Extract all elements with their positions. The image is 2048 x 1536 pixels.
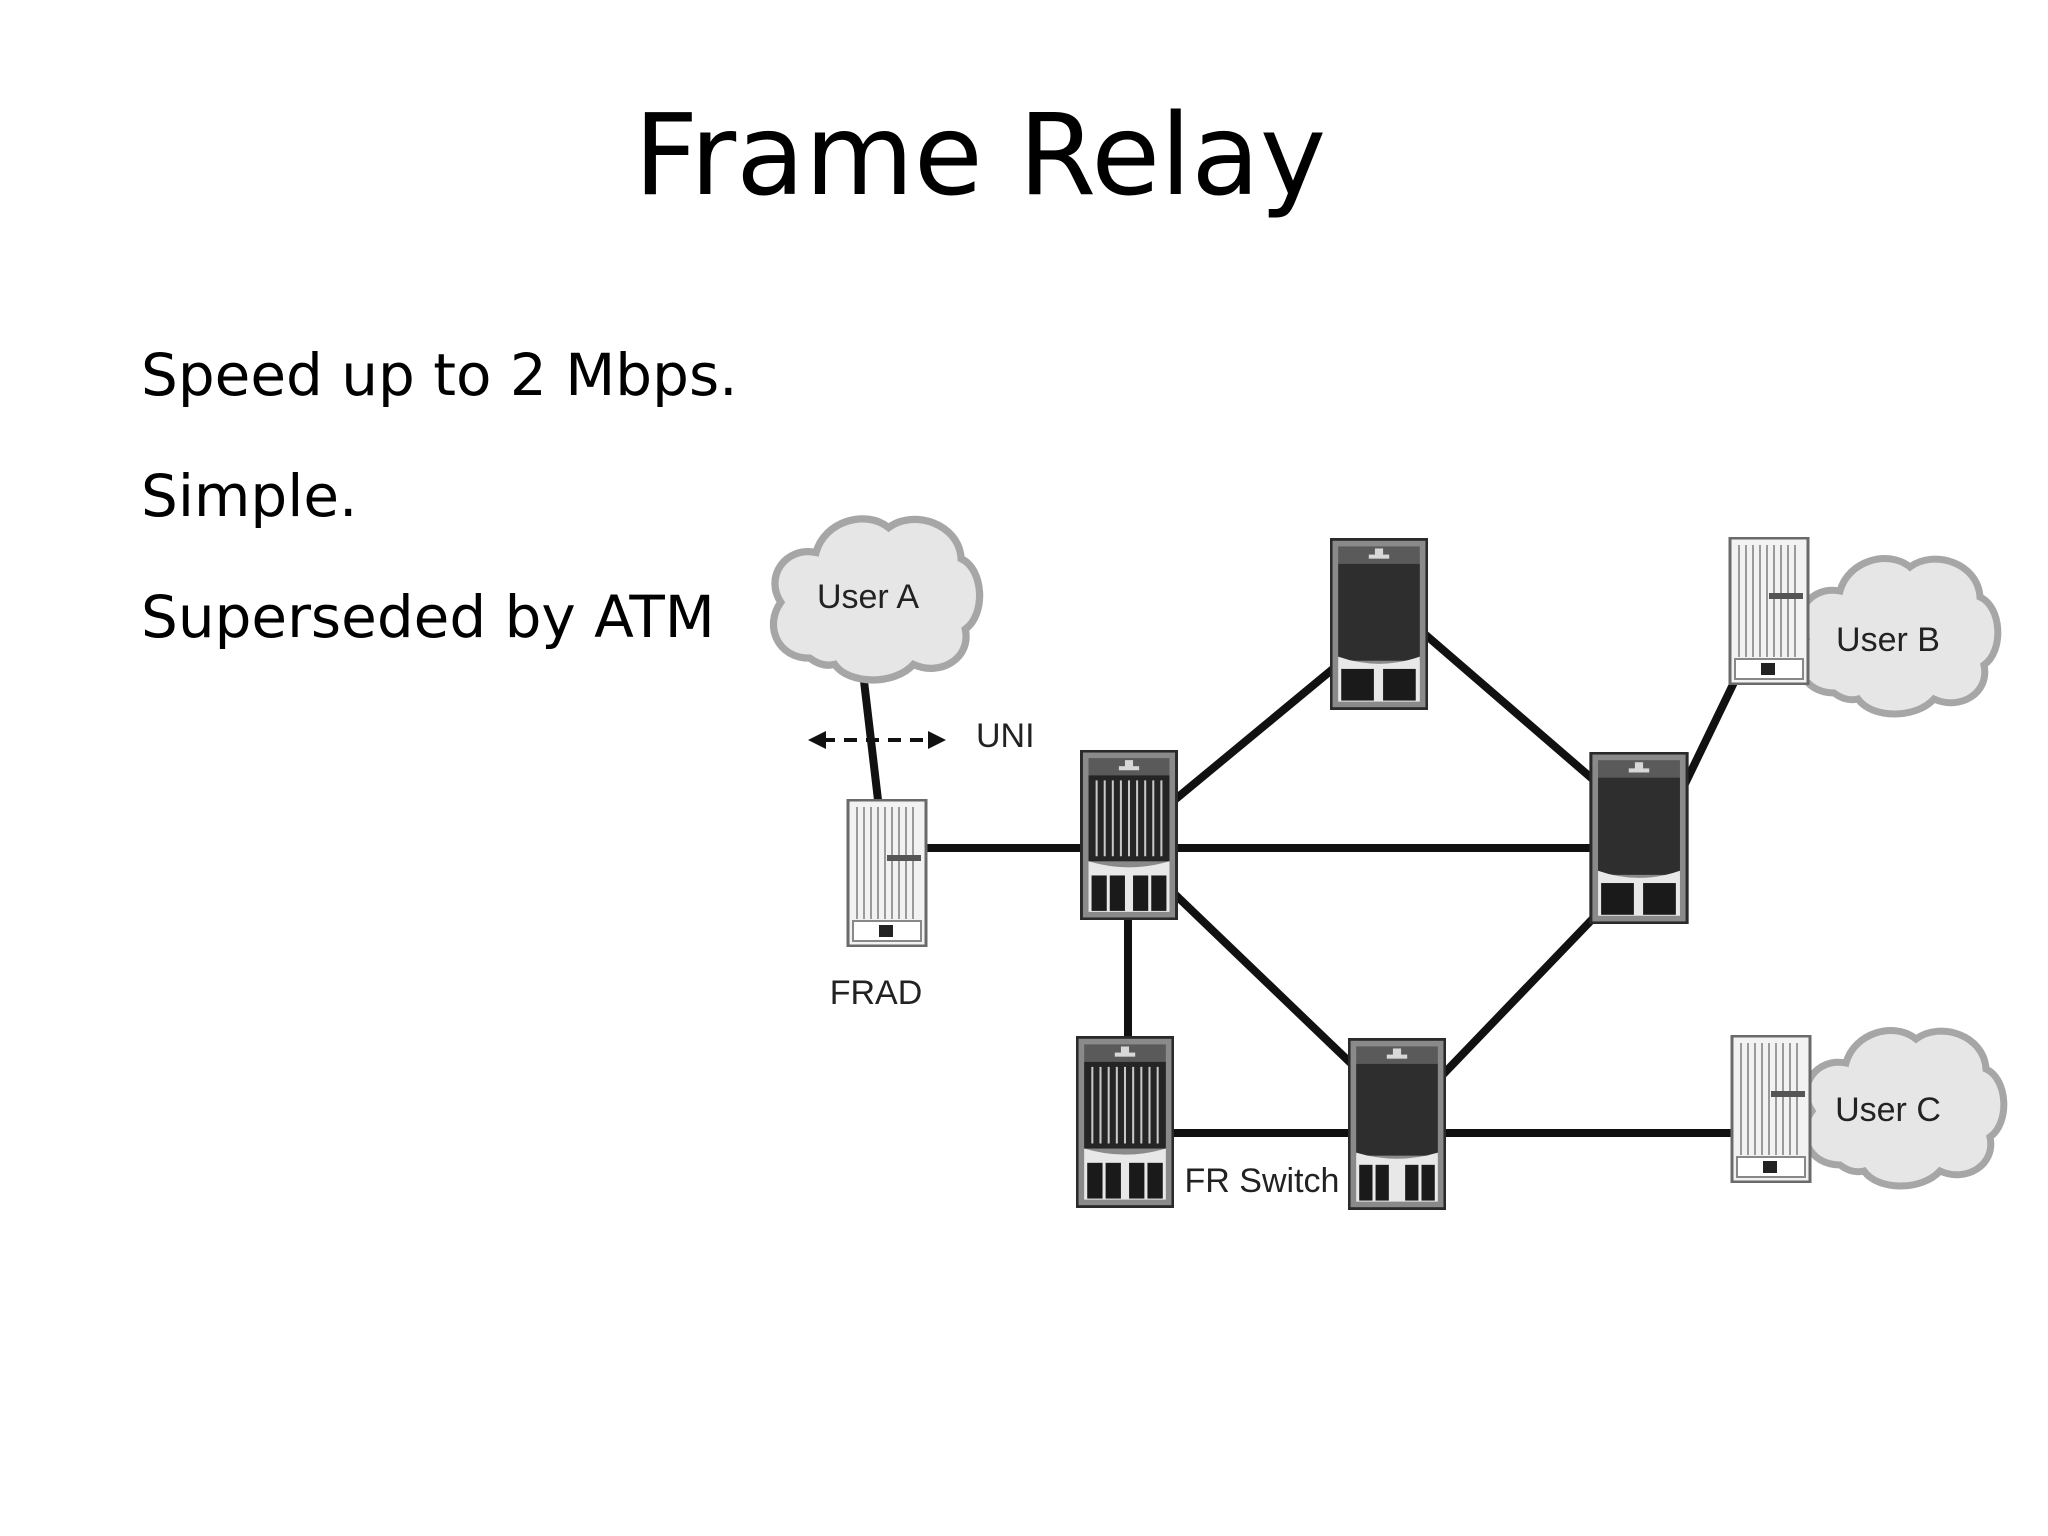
fr-switch-icon [1080, 750, 1178, 920]
user-c-access-device-icon [1730, 1035, 1812, 1183]
user-c-label: User C [1835, 1091, 1941, 1129]
bullet-item: Superseded by ATM [141, 583, 715, 651]
fr-switch-icon [1589, 752, 1689, 924]
user-a-label: User A [817, 578, 919, 616]
frad-label: FRAD [830, 974, 923, 1012]
fr-switch-icon [1330, 538, 1428, 710]
bullet-item: Simple. [141, 462, 358, 530]
uni-label: UNI [976, 717, 1035, 755]
link [1678, 666, 1744, 794]
bullet-item: Speed up to 2 Mbps. [141, 341, 738, 409]
fr-switch-label: FR Switch [1185, 1162, 1340, 1200]
fr-switch-icon [1076, 1036, 1174, 1208]
frad-device-icon [846, 799, 928, 947]
uni-arrow [808, 731, 946, 749]
page-title: Frame Relay [633, 91, 1327, 221]
fr-switch-icon [1348, 1038, 1446, 1210]
user-b-label: User B [1836, 621, 1940, 659]
user-b-access-device-icon [1728, 537, 1810, 685]
bullet-list: Speed up to 2 Mbps. Simple. Superseded b… [141, 346, 738, 709]
